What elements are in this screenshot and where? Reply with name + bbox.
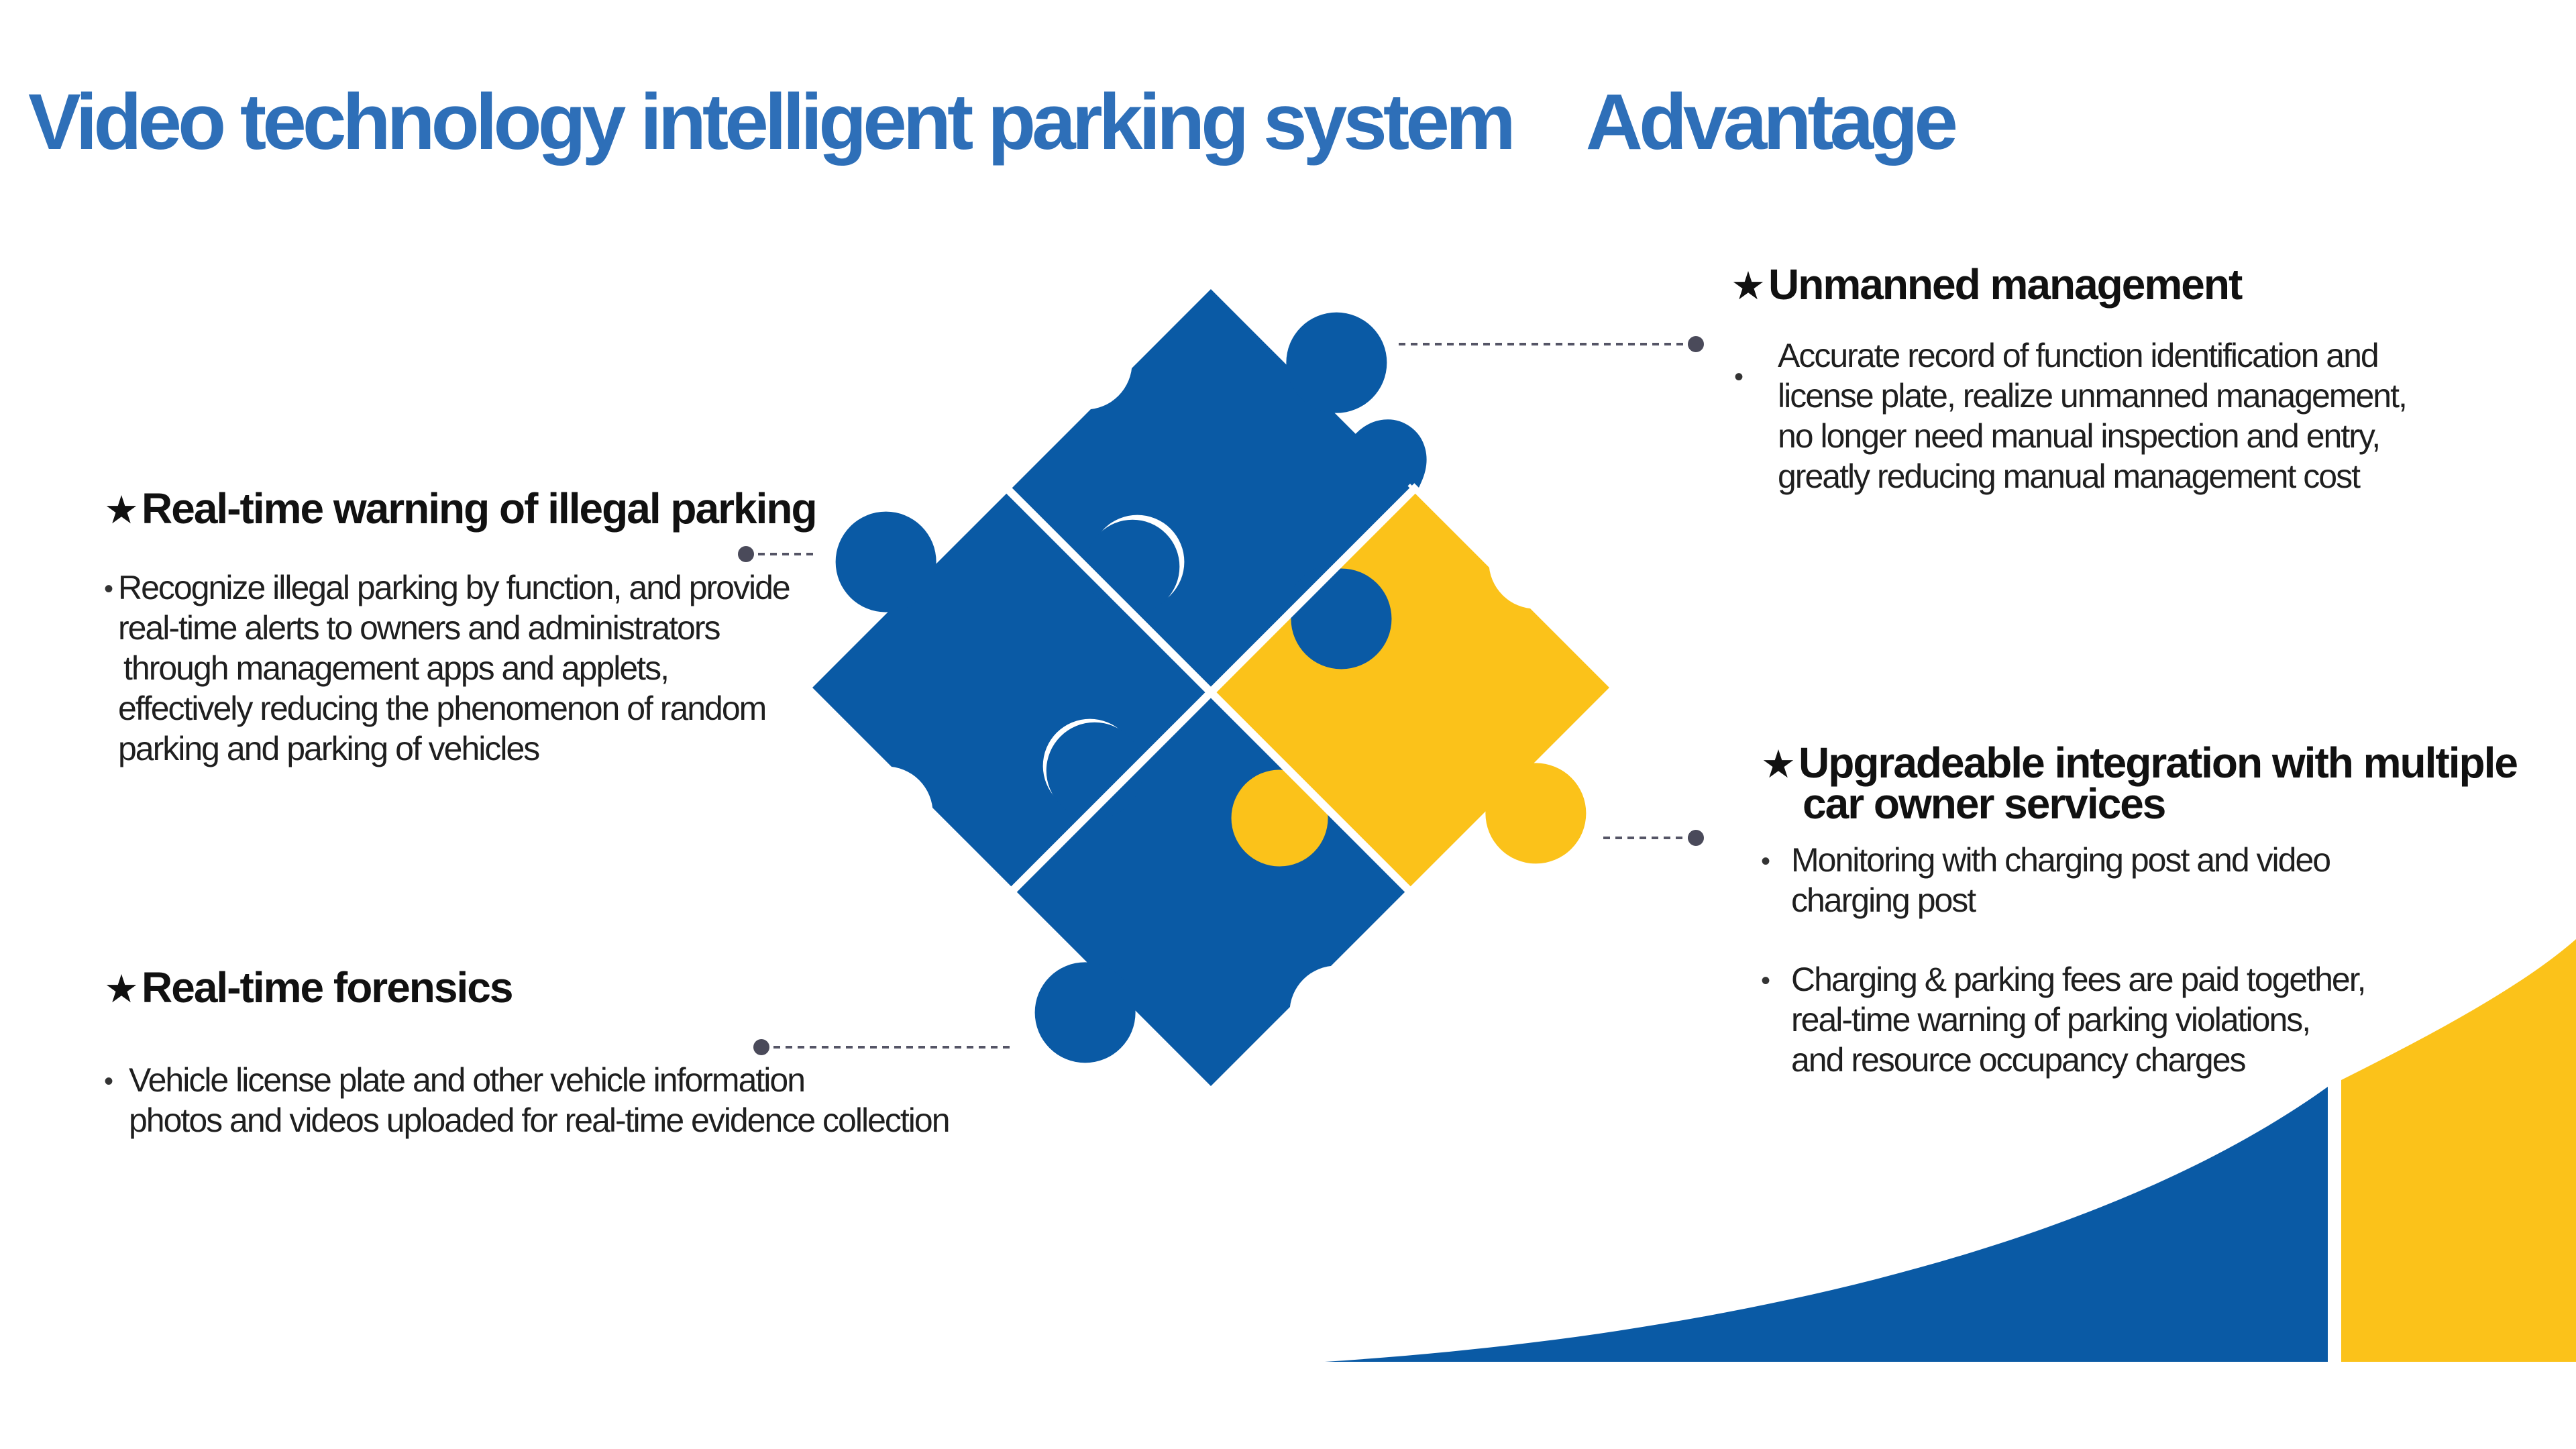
title-suffix: Advantage [1585, 78, 1958, 166]
upgradeable-item2-line: Charging & parking fees are paid togethe… [1791, 961, 2367, 998]
star-icon: ★ [1761, 743, 1796, 786]
forensics-line: photos and videos uploaded for real-time… [129, 1102, 951, 1139]
unmanned-line: Accurate record of function identificati… [1778, 337, 2379, 374]
yellow-swoosh [2341, 939, 2576, 1362]
unmanned-heading-text: Unmanned management [1768, 260, 2243, 309]
puzzle-graphic [812, 284, 1609, 1086]
star-icon: ★ [1731, 264, 1766, 308]
bullet-icon: • [104, 574, 114, 604]
bullet-icon: • [1761, 847, 1771, 876]
warning-line: parking and parking of vehicles [118, 730, 540, 767]
warning-heading-text: Real-time warning of illegal parking [142, 484, 818, 533]
upgradeable-heading-line: Upgradeable integration with multiple [1799, 739, 2518, 787]
warning-body: Recognize illegal parking by function, a… [118, 568, 791, 769]
forensics-line: Vehicle license plate and other vehicle … [129, 1061, 806, 1099]
connector-dot-forensics [753, 1039, 769, 1055]
blue-swoosh [1325, 1087, 2328, 1362]
title-main: Video technology intelligent parking sys… [28, 78, 1516, 166]
warning-line: through management apps and applets, [123, 649, 669, 687]
warning-line: effectively reducing the phenomenon of r… [118, 690, 767, 727]
upgradeable-item2-line: real-time warning of parking violations, [1791, 1001, 2311, 1038]
upgradeable-heading-line: car owner services [1803, 780, 2166, 828]
upgradeable-item1: Monitoring with charging post and video … [1791, 840, 2331, 920]
connector-dot-upgradeable [1688, 830, 1704, 846]
star-icon: ★ [104, 488, 139, 532]
unmanned-line: no longer need manual inspection and ent… [1778, 417, 2381, 455]
upgradeable-item1-line: charging post [1791, 881, 1976, 919]
bullet-icon: • [1761, 966, 1771, 996]
forensics-body: Vehicle license plate and other vehicle … [129, 1060, 951, 1140]
bullet-icon: • [104, 1067, 114, 1096]
warning-heading: ★Real-time warning of illegal parking [104, 484, 818, 533]
upgradeable-item2: Charging & parking fees are paid togethe… [1791, 959, 2367, 1080]
upgradeable-item2-line: and resource occupancy charges [1791, 1041, 2247, 1079]
upgradeable-heading: ★Upgradeable integration with multiple c… [1761, 741, 2518, 828]
warning-line: Recognize illegal parking by function, a… [118, 569, 791, 606]
page-title: Video technology intelligent parking sys… [28, 75, 1958, 170]
forensics-heading-text: Real-time forensics [142, 963, 513, 1012]
unmanned-body: Accurate record of function identificati… [1778, 335, 2408, 496]
bullet-icon: • [1734, 362, 1744, 392]
unmanned-line: license plate, realize unmanned manageme… [1778, 377, 2408, 415]
unmanned-line: greatly reducing manual management cost [1778, 458, 2361, 495]
star-icon: ★ [104, 967, 139, 1011]
upgradeable-item1-line: Monitoring with charging post and video [1791, 841, 2331, 879]
forensics-heading: ★Real-time forensics [104, 963, 513, 1012]
connector-dot-warning [738, 546, 754, 562]
warning-line: real-time alerts to owners and administr… [118, 609, 720, 647]
unmanned-heading: ★Unmanned management [1731, 260, 2243, 309]
connector-dot-unmanned [1688, 336, 1704, 352]
